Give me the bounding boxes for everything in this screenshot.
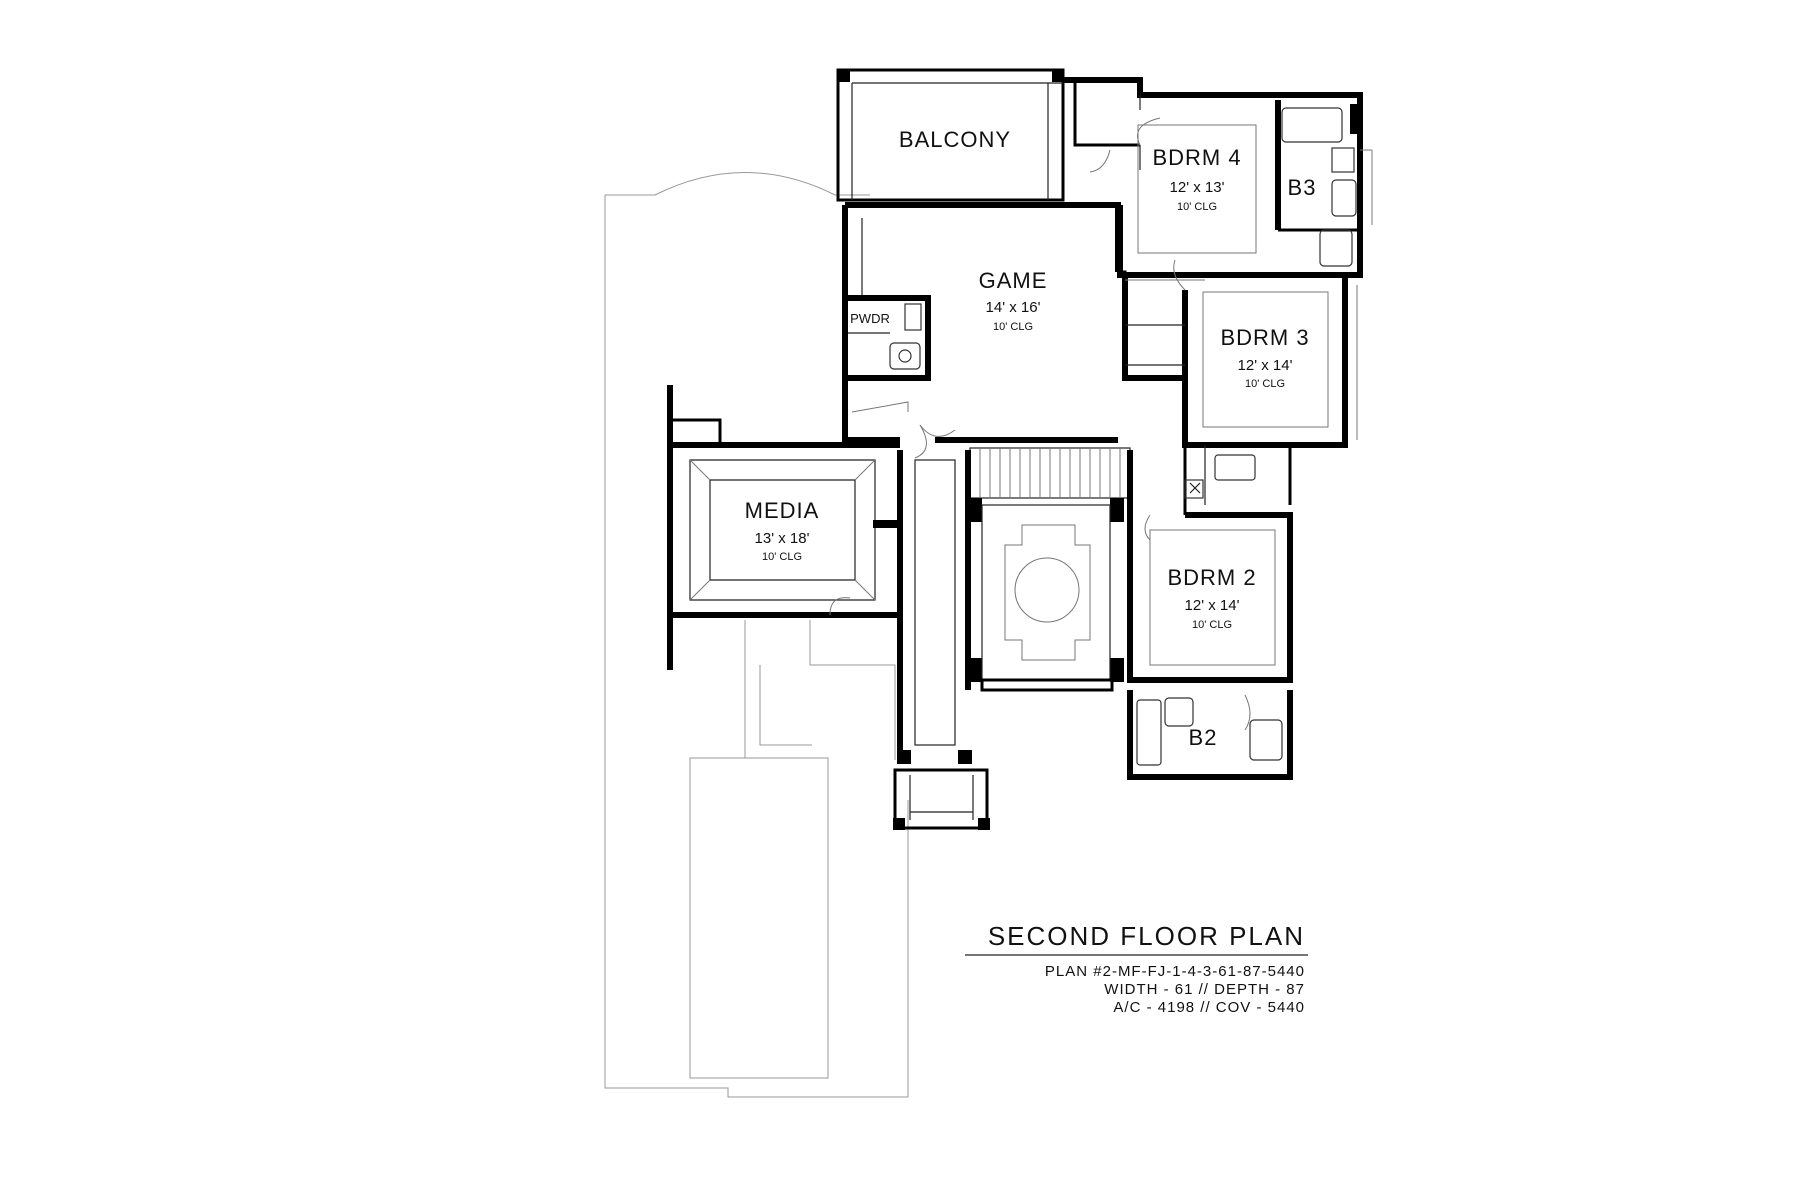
bedroom-4: BDRM 4 12' x 13' 10' CLG B3 xyxy=(1063,77,1373,278)
bath-2-label: B2 xyxy=(1189,725,1218,750)
roofline-outline xyxy=(604,172,909,1098)
bedroom-3: BDRM 3 12' x 14' 10' CLG xyxy=(1122,259,1358,448)
media-room: MEDIA 13' x 18' 10' CLG xyxy=(667,385,900,670)
powder-room-label: PWDR xyxy=(850,311,890,326)
bedroom-2-name: BDRM 2 xyxy=(1167,565,1256,590)
bedroom-2-ceiling: 10' CLG xyxy=(1192,619,1232,631)
lower-porch xyxy=(893,768,990,830)
bedroom-2: BDRM 2 12' x 14' 10' CLG B2 xyxy=(1127,443,1293,780)
plan-title: SECOND FLOOR PLAN xyxy=(988,921,1305,951)
stair-hall xyxy=(914,424,1131,499)
media-room-name: MEDIA xyxy=(745,498,820,523)
media-room-ceiling: 10' CLG xyxy=(762,551,802,563)
plan-dimensions: WIDTH - 61 // DEPTH - 87 xyxy=(1104,981,1305,998)
bedroom-4-ceiling: 10' CLG xyxy=(1177,201,1217,213)
media-room-size: 13' x 18' xyxy=(755,530,810,547)
title-block: SECOND FLOOR PLAN PLAN #2-MF-FJ-1-4-3-61… xyxy=(965,921,1308,1016)
open-to-below xyxy=(980,504,1114,692)
bedroom-2-size: 12' x 14' xyxy=(1185,597,1240,614)
game-room-name: GAME xyxy=(979,268,1048,293)
plan-area: A/C - 4198 // COV - 5440 xyxy=(1113,999,1305,1016)
balcony-label: BALCONY xyxy=(899,127,1011,152)
stair-treads xyxy=(979,448,1121,498)
bedroom-3-name: BDRM 3 xyxy=(1220,325,1309,350)
bedroom-3-size: 12' x 14' xyxy=(1238,357,1293,374)
plan-number: PLAN #2-MF-FJ-1-4-3-61-87-5440 xyxy=(1045,963,1305,980)
bedroom-4-name: BDRM 4 xyxy=(1152,145,1241,170)
bath-3-label: B3 xyxy=(1288,175,1317,200)
balcony: BALCONY xyxy=(836,68,1065,202)
game-room-ceiling: 10' CLG xyxy=(993,321,1033,333)
bedroom-4-size: 12' x 13' xyxy=(1170,179,1225,196)
game-room-size: 14' x 16' xyxy=(986,299,1041,316)
powder-room: PWDR xyxy=(848,295,931,413)
bedroom-3-ceiling: 10' CLG xyxy=(1245,378,1285,390)
gallery-bridge xyxy=(897,450,1124,764)
